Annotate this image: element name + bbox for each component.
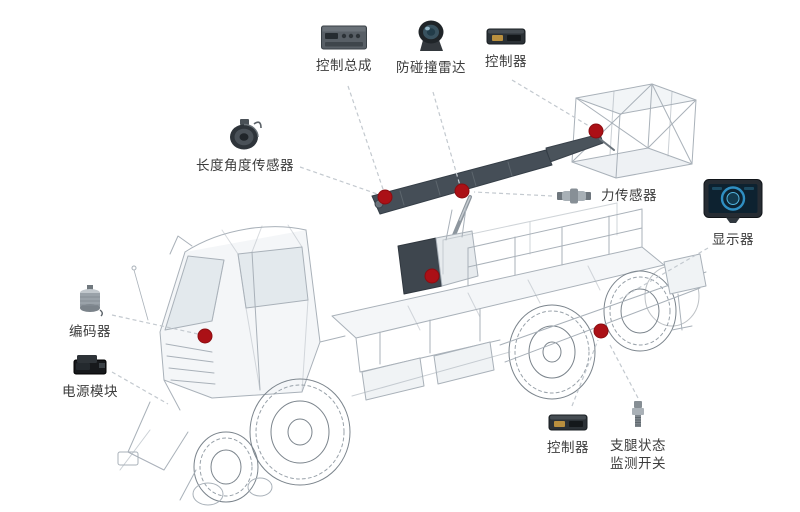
connector-line <box>347 85 386 196</box>
callout-control-assembly: 控制总成 <box>316 22 372 75</box>
truck-turret <box>397 207 479 295</box>
label-encoder: 编码器 <box>69 324 111 339</box>
connector-line <box>111 371 169 405</box>
radar-sensor-icon <box>418 20 444 51</box>
label-length-angle-sensor: 长度角度传感器 <box>196 158 294 173</box>
connector-line <box>511 79 595 130</box>
truck-cab <box>131 224 346 411</box>
marker-dot <box>588 123 604 139</box>
connector-line <box>111 314 199 335</box>
connector-line <box>609 344 639 399</box>
controller-module-icon <box>486 28 526 45</box>
marker-dot <box>377 189 393 205</box>
callout-force-sensor: 力传感器 <box>556 186 657 206</box>
label-display: 显示器 <box>712 232 754 247</box>
callout-display: 显示器 <box>702 178 764 249</box>
controller-module-icon <box>548 414 588 431</box>
power-module-icon <box>73 355 107 375</box>
connector-line <box>432 91 462 190</box>
callout-controller-top: 控制器 <box>485 24 527 71</box>
connector-line <box>617 247 709 301</box>
label-outrigger-switch: 支腿状态 监测开关 <box>610 438 666 471</box>
connector-line <box>571 339 599 407</box>
connector-line <box>473 191 553 197</box>
connector-line <box>299 166 384 197</box>
callout-length-angle-sensor: 长度角度传感器 <box>196 118 294 175</box>
marker-dot <box>197 328 213 344</box>
label-power-module: 电源模块 <box>62 384 118 399</box>
cable-reel-sensor-icon <box>230 119 262 150</box>
callout-anti-collision-radar: 防碰撞雷达 <box>396 20 466 77</box>
load-cell-icon <box>557 188 591 204</box>
marker-dot <box>424 268 440 284</box>
control-panel-icon <box>321 25 367 50</box>
connector-lines <box>111 79 709 407</box>
callout-controller-bottom: 控制器 <box>547 410 589 457</box>
outrigger-switch-icon <box>632 401 644 427</box>
label-controller-top: 控制器 <box>485 54 527 69</box>
marker-dots <box>197 123 609 344</box>
marker-dot <box>593 323 609 339</box>
display-screen-icon <box>703 179 763 223</box>
truck-front-gear <box>117 401 273 506</box>
encoder-icon <box>80 285 103 317</box>
callout-power-module: 电源模块 <box>62 352 118 401</box>
callout-encoder: 编码器 <box>69 284 111 341</box>
marker-dot <box>454 183 470 199</box>
callout-outrigger-switch: 支腿状态 监测开关 <box>610 400 666 472</box>
truck-basket <box>571 83 697 179</box>
label-force-sensor: 力传感器 <box>601 188 657 204</box>
truck-flatbed <box>331 202 665 373</box>
label-controller-bottom: 控制器 <box>547 440 589 455</box>
label-anti-collision-radar: 防碰撞雷达 <box>396 60 466 75</box>
label-control-assembly: 控制总成 <box>316 58 372 73</box>
